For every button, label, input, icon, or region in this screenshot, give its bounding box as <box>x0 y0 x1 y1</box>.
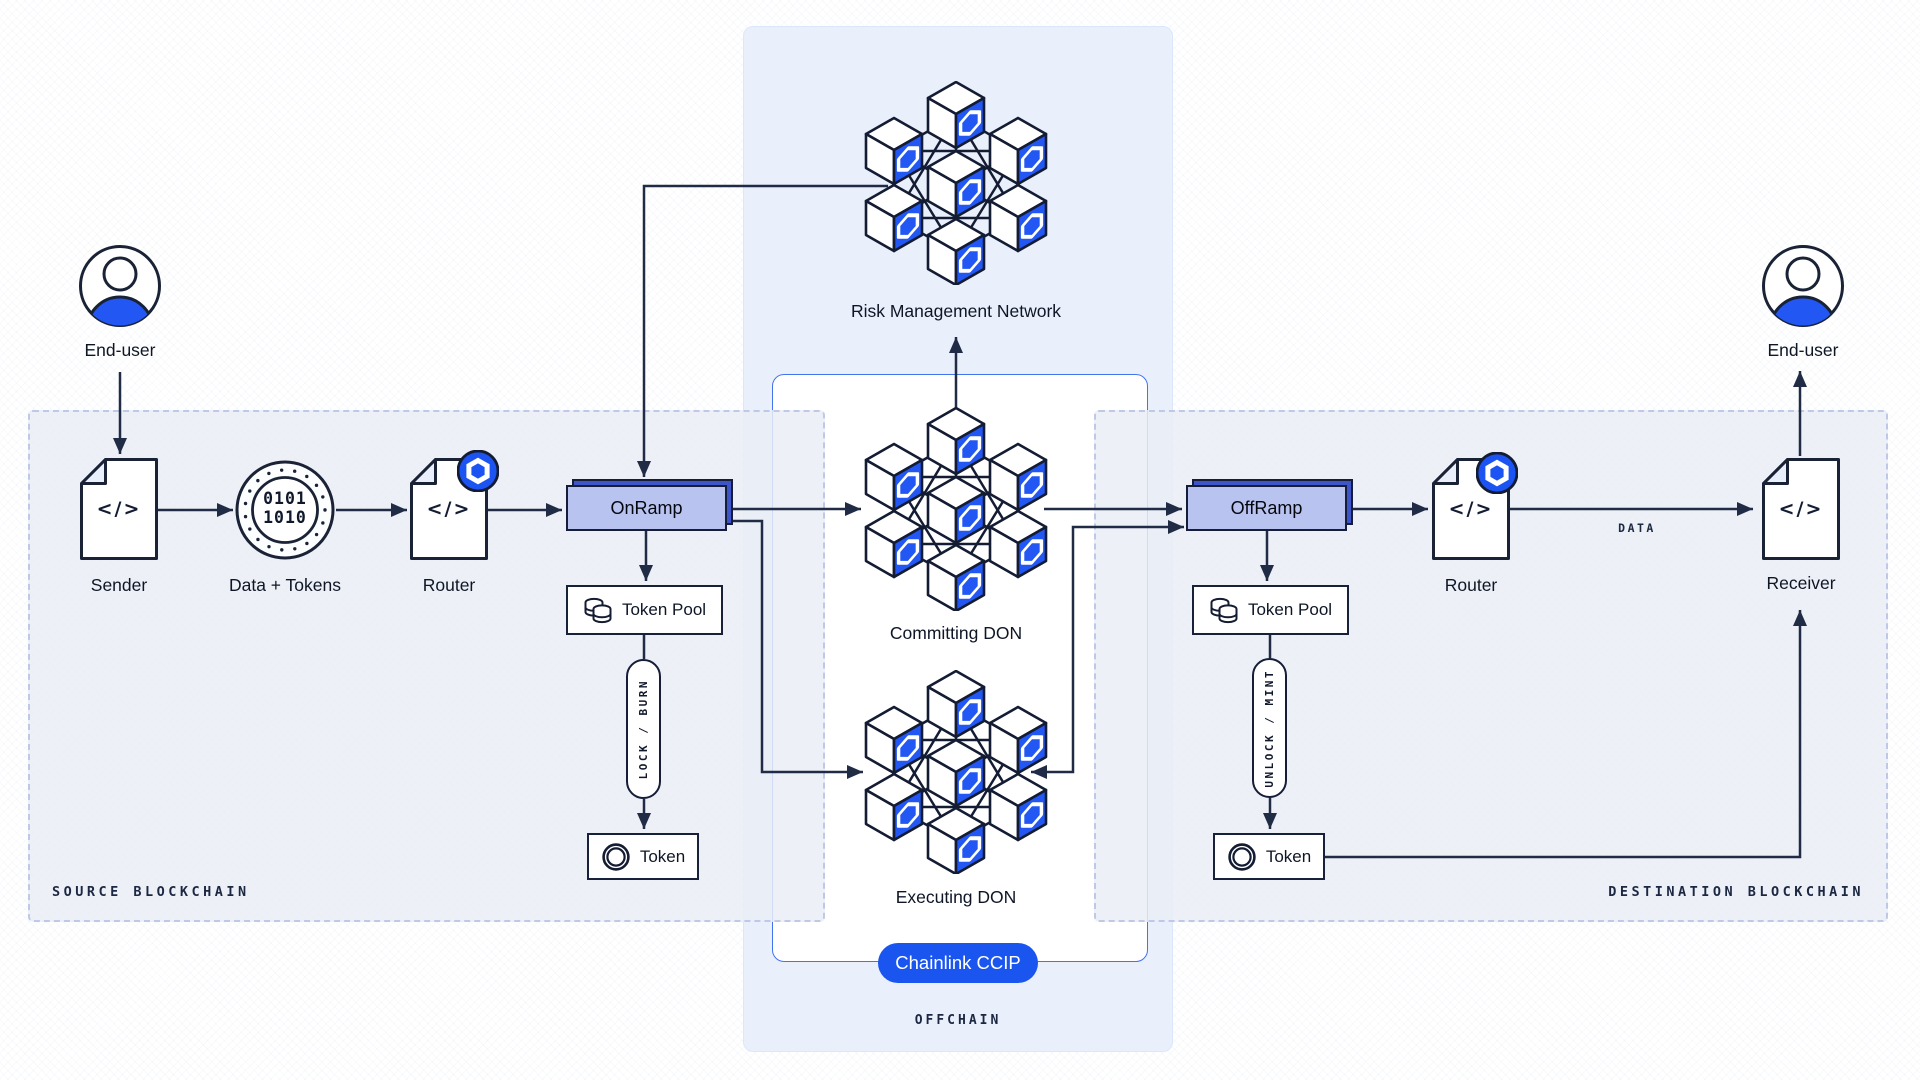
onramp-node: OnRamp <box>566 479 734 532</box>
end-user-icon <box>79 245 161 327</box>
unlock-mint-label: UNLOCK / MINT <box>1263 668 1276 788</box>
token-coin-icon <box>1228 842 1256 871</box>
token-pool-destination-node: Token Pool <box>1192 585 1349 635</box>
offramp-node: OffRamp <box>1186 479 1354 532</box>
edge-token-receiver <box>1325 610 1807 859</box>
coins-icon <box>1210 597 1238 623</box>
destination-panel-label: DESTINATION BLOCKCHAIN <box>1608 884 1864 900</box>
sender-node: </> <box>80 458 158 560</box>
offchain-label: OFFCHAIN <box>914 1013 1002 1028</box>
token-pool-source-label: Token Pool <box>621 600 707 619</box>
token-destination-node: Token <box>1213 833 1325 880</box>
committing-don-label: Committing DON <box>889 623 1023 643</box>
source-panel-label: SOURCE BLOCKCHAIN <box>52 884 250 900</box>
document-icon <box>1762 458 1840 560</box>
risk-management-network-cluster <box>864 81 1048 285</box>
end-user-destination-label: End-user <box>1767 340 1839 360</box>
router-source-label: Router <box>422 575 476 595</box>
chainlink-badge-icon <box>1476 452 1518 494</box>
risk-management-network-label: Risk Management Network <box>850 301 1062 321</box>
code-glyph: </> <box>96 498 142 520</box>
token-source-node: Token <box>587 833 699 880</box>
chainlink-ccip-pill: Chainlink CCIP <box>878 943 1038 983</box>
lock-burn-label: LOCK / BURN <box>637 678 650 780</box>
receiver-label: Receiver <box>1766 573 1836 593</box>
end-user-label: End-user <box>84 340 156 360</box>
executing-don-cluster <box>864 670 1048 874</box>
end-user-icon <box>1762 245 1844 327</box>
token-destination-label: Token <box>1265 846 1312 866</box>
router-destination-label: Router <box>1444 575 1498 595</box>
executing-don-label: Executing DON <box>895 887 1017 907</box>
data-edge-label: DATA <box>1618 521 1656 535</box>
edge-offramp-executingdon <box>1031 520 1184 779</box>
receiver-node: </> <box>1762 458 1840 560</box>
edge-riskmgmt-onramp <box>637 184 888 477</box>
data-tokens-icon <box>235 460 335 560</box>
onramp-front: OnRamp <box>566 485 727 531</box>
unlock-mint-capsule: UNLOCK / MINT <box>1252 658 1287 798</box>
token-coin-icon <box>602 842 630 871</box>
offramp-front: OffRamp <box>1186 485 1347 531</box>
document-icon <box>80 458 158 560</box>
sender-label: Sender <box>90 575 148 595</box>
binary-text: 0101 1010 <box>263 489 307 527</box>
code-glyph: </> <box>426 498 472 520</box>
data-tokens-node: 0101 1010 <box>235 460 335 560</box>
code-glyph: </> <box>1448 498 1494 520</box>
committing-don-cluster <box>864 407 1048 611</box>
data-tokens-label: Data + Tokens <box>228 575 342 595</box>
edge-onramp-executingdon <box>727 519 863 779</box>
token-pool-destination-label: Token Pool <box>1247 600 1333 619</box>
chainlink-badge-icon <box>457 450 499 492</box>
lock-burn-capsule: LOCK / BURN <box>626 659 661 799</box>
token-source-label: Token <box>639 846 686 866</box>
coins-icon <box>584 597 612 623</box>
token-pool-source-node: Token Pool <box>566 585 723 635</box>
code-glyph: </> <box>1778 498 1824 520</box>
